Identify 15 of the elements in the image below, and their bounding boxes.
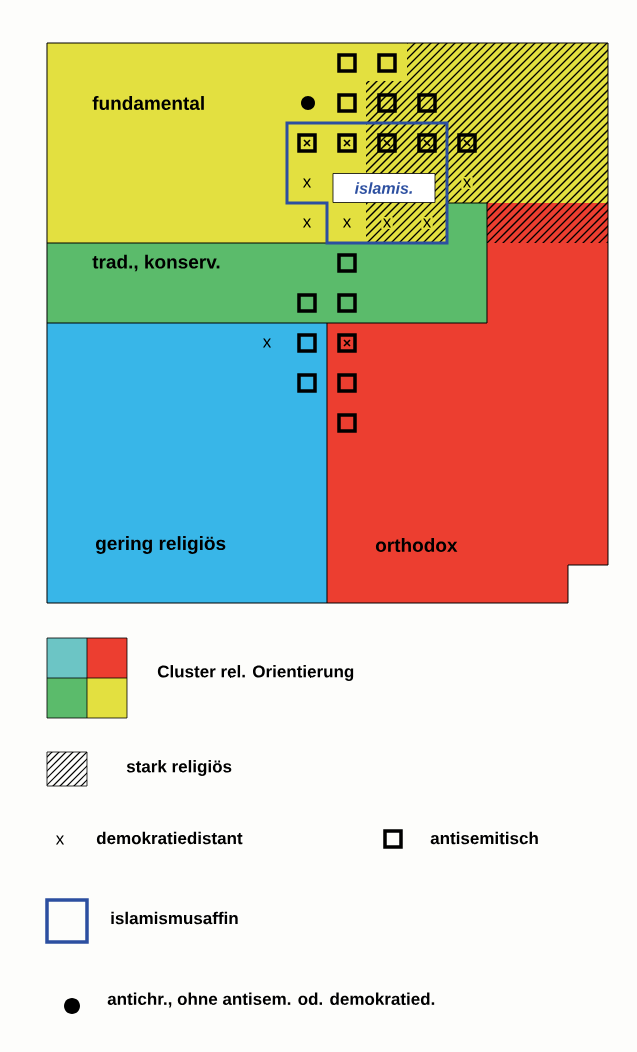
legend-text: demokratiedistant bbox=[96, 831, 243, 845]
legend-text: Cluster rel. Orientierung bbox=[157, 665, 354, 681]
cross-mark: x bbox=[301, 217, 313, 229]
legend-text: antisemitisch bbox=[430, 831, 538, 845]
cross-mark: x bbox=[301, 177, 313, 189]
label-box: islamis. bbox=[332, 173, 436, 203]
cross-mark: x bbox=[54, 834, 66, 846]
legend-text: islamismusaffin bbox=[111, 911, 238, 925]
cross-mark: x bbox=[341, 217, 353, 229]
cross-mark: x bbox=[421, 217, 433, 229]
cross-mark: x bbox=[381, 217, 393, 229]
cross-mark: x bbox=[461, 177, 473, 189]
legend-text: stark religiös bbox=[126, 760, 232, 776]
legend-text: antichr., ohne antisem. od. demokratied. bbox=[107, 992, 435, 1008]
cross-mark: x bbox=[261, 337, 273, 349]
